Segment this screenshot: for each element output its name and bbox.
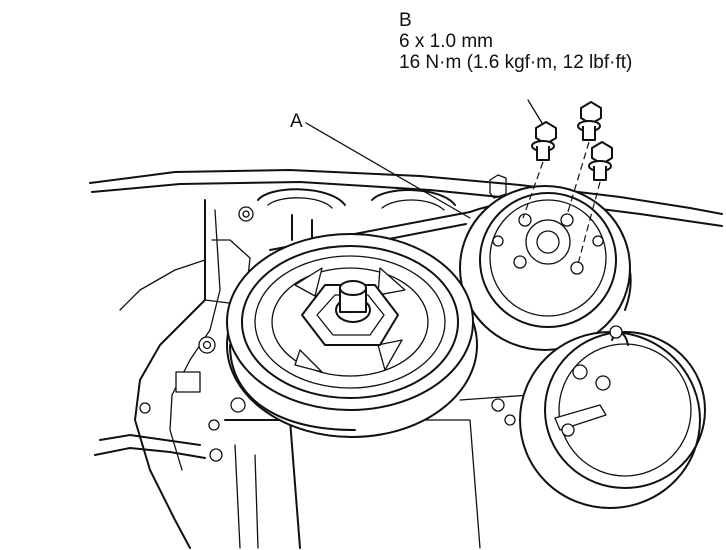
ac-compressor-pulley [459, 185, 631, 351]
flange-bolt [531, 121, 557, 161]
flange-bolt [588, 141, 613, 181]
engine-cover [89, 169, 723, 227]
lower-right-pulley [519, 325, 706, 509]
callout-b-torque: 16 N·m (1.6 kgf·m, 12 lbf·ft) [399, 52, 633, 73]
leader-line-b [527, 99, 543, 124]
callout-a-letter: A [290, 111, 303, 132]
leader-line-a [305, 122, 471, 219]
flange-bolts [522, 101, 613, 265]
callout-b-letter: B [399, 10, 412, 31]
callout-b-bolt-size: 6 x 1.0 mm [399, 31, 493, 52]
crankshaft-pulley [226, 233, 478, 438]
flange-bolt [577, 101, 602, 141]
idler-pulleys [257, 188, 456, 243]
